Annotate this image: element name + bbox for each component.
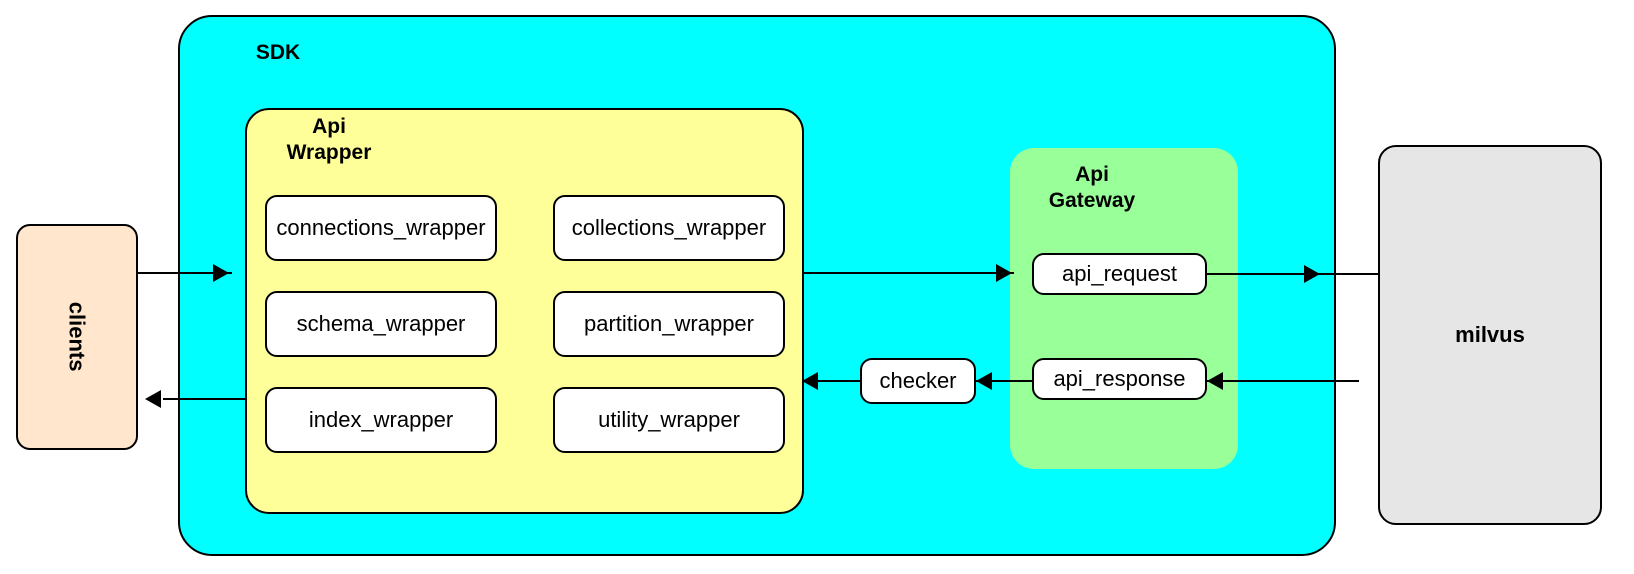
box-api-request[interactable]: api_request [1032, 253, 1207, 295]
box-checker-label: checker [879, 368, 957, 394]
arrowhead-milvus-to-api-response [1207, 372, 1223, 390]
arrowhead-api-request-to-milvus [1304, 265, 1320, 283]
arrowhead-checker-to-api-wrapper [802, 372, 818, 390]
box-partition-wrapper-label: partition_wrapper [584, 311, 754, 337]
box-index-wrapper[interactable]: index_wrapper [265, 387, 497, 453]
edge-milvus-to-api-response [1207, 380, 1359, 382]
box-connections-wrapper-label: connections_wrapper [276, 215, 486, 241]
box-checker[interactable]: checker [860, 358, 976, 404]
box-index-wrapper-label: index_wrapper [308, 407, 454, 433]
box-connections-wrapper[interactable]: connections_wrapper [265, 195, 497, 261]
box-collections-wrapper[interactable]: collections_wrapper [553, 195, 785, 261]
box-clients[interactable]: clients [16, 224, 138, 450]
arrowhead-clients-to-api-wrapper [213, 264, 229, 282]
box-milvus-label: milvus [1455, 322, 1525, 348]
container-sdk-label: SDK [255, 41, 301, 64]
box-api-request-label: api_request [1062, 261, 1177, 287]
box-milvus[interactable]: milvus [1378, 145, 1602, 525]
box-schema-wrapper[interactable]: schema_wrapper [265, 291, 497, 357]
edge-api-response-to-checker [976, 380, 1034, 382]
box-utility-wrapper[interactable]: utility_wrapper [553, 387, 785, 453]
box-api-response[interactable]: api_response [1032, 358, 1207, 400]
box-partition-wrapper[interactable]: partition_wrapper [553, 291, 785, 357]
arrowhead-api-wrapper-to-clients [145, 390, 161, 408]
box-schema-wrapper-label: schema_wrapper [296, 311, 466, 337]
edge-clients-to-api-wrapper [138, 272, 232, 274]
arrowhead-api-response-to-checker [976, 372, 992, 390]
container-api-wrapper-label: Api Wrapper [286, 115, 372, 164]
box-collections-wrapper-label: collections_wrapper [571, 215, 767, 241]
container-api-gateway-label: Api Gateway [1048, 163, 1136, 212]
edge-checker-to-api-wrapper [818, 380, 862, 382]
box-utility-wrapper-label: utility_wrapper [598, 407, 740, 433]
edge-api-wrapper-to-clients [163, 398, 246, 400]
edge-api-wrapper-to-api-gateway [802, 272, 1014, 274]
edge-api-request-to-milvus [1206, 273, 1378, 275]
container-api-gateway[interactable] [1010, 148, 1238, 469]
box-clients-label: clients [64, 302, 90, 372]
box-api-response-label: api_response [1053, 366, 1186, 392]
arrowhead-api-wrapper-to-api-gateway [996, 264, 1012, 282]
